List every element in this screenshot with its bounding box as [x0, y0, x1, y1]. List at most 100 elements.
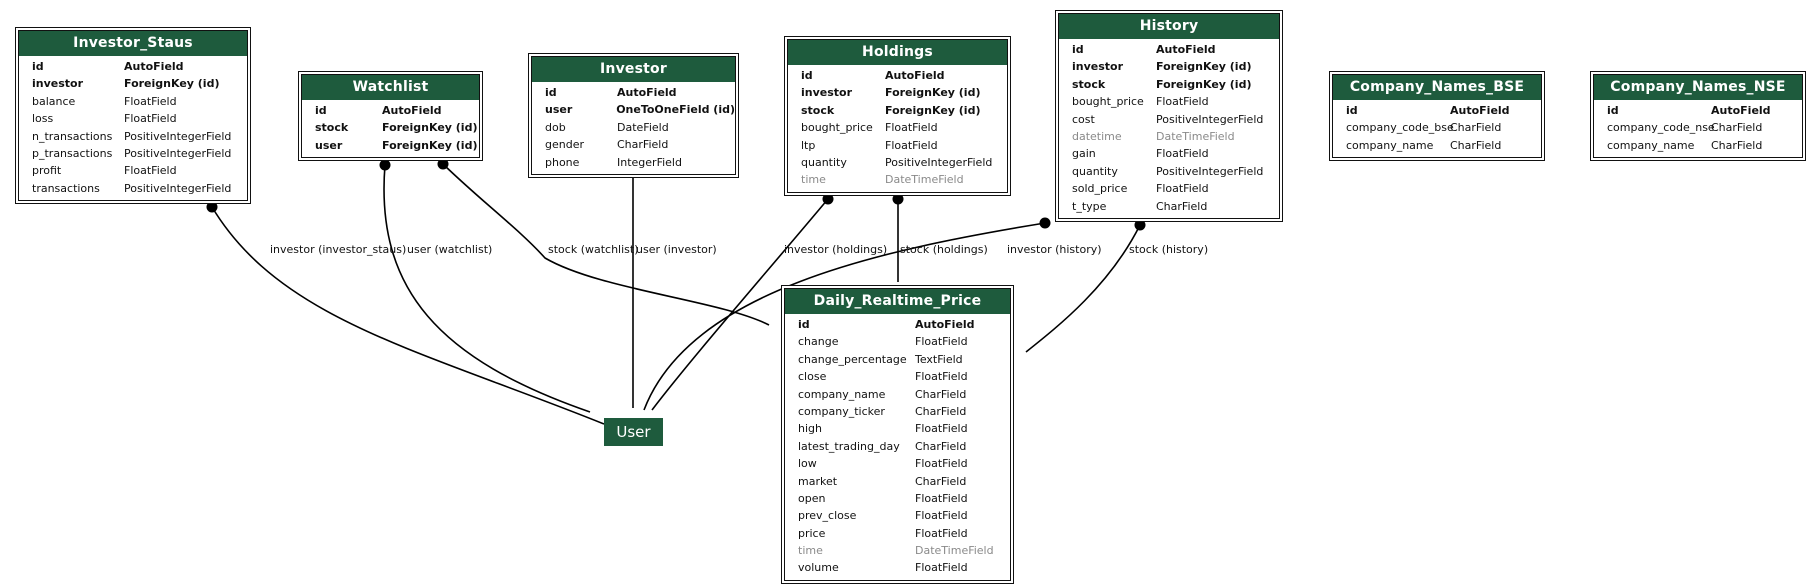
- field-type: FloatField: [885, 138, 938, 152]
- field-type: OneToOneField (id): [616, 103, 735, 117]
- field-type: AutoField: [915, 318, 975, 331]
- field-type: FloatField: [915, 457, 968, 471]
- field-type: FloatField: [915, 422, 968, 436]
- field-type: FloatField: [915, 335, 968, 349]
- user-node: User: [604, 418, 663, 446]
- field-type: CharField: [915, 387, 967, 401]
- field-name: balance: [32, 94, 76, 108]
- field-type: ForeignKey (id): [124, 77, 220, 91]
- field-name: stock: [801, 103, 835, 117]
- field-type: DateTimeField: [915, 544, 994, 558]
- field-type: ForeignKey (id): [885, 103, 981, 117]
- field-type: CharField: [1156, 199, 1208, 213]
- field-type: PositiveIntegerField: [124, 146, 232, 160]
- field-name: investor: [1072, 60, 1124, 74]
- edge-label-watchlist-user: user (watchlist): [407, 243, 493, 256]
- field-name: price: [798, 526, 826, 540]
- field-type: FloatField: [915, 370, 968, 384]
- edge-label-holdings-stock: stock (holdings): [900, 243, 988, 256]
- edge-history-stock-price: [1025, 224, 1141, 353]
- field-type: CharField: [1450, 138, 1502, 152]
- entity-title: Holdings: [788, 40, 1007, 65]
- edge-end-dot: [437, 158, 449, 170]
- field-type: FloatField: [915, 491, 968, 505]
- field-row: close FloatField: [785, 368, 1010, 385]
- field-name: id: [1607, 104, 1619, 117]
- field-name: profit: [32, 164, 62, 178]
- field-name: quantity: [801, 155, 847, 169]
- field-type: PositiveIntegerField: [885, 155, 993, 169]
- edge-watchlist-stock-price: [442, 163, 770, 326]
- field-name: time: [801, 173, 826, 187]
- edge-end-dot: [1134, 219, 1146, 231]
- field-name: id: [801, 69, 813, 82]
- field-name: change_percentage: [798, 352, 907, 366]
- field-type: CharField: [1711, 121, 1763, 135]
- edge-label-history-investor: investor (history): [1007, 243, 1102, 256]
- field-name: company_code_nse: [1607, 121, 1715, 135]
- field-type: PositiveIntegerField: [124, 129, 232, 143]
- field-type: CharField: [915, 439, 967, 453]
- field-row: investor ForeignKey (id): [19, 75, 247, 92]
- field-name: cost: [1072, 112, 1095, 126]
- field-name: dob: [545, 120, 566, 134]
- field-type: CharField: [1450, 121, 1502, 135]
- field-name: investor: [32, 77, 84, 91]
- field-name: bought_price: [1072, 95, 1144, 109]
- field-type: FloatField: [124, 112, 177, 126]
- field-name: n_transactions: [32, 129, 113, 143]
- field-type: ForeignKey (id): [885, 86, 981, 100]
- field-row: n_transactions PositiveIntegerField: [19, 128, 247, 145]
- field-name: market: [798, 474, 838, 488]
- field-name: quantity: [1072, 164, 1118, 178]
- entity-title: Investor: [532, 57, 735, 82]
- field-name: user: [545, 103, 573, 117]
- field-type: AutoField: [885, 69, 945, 82]
- field-type: FloatField: [915, 509, 968, 523]
- field-name: company_name: [798, 387, 886, 401]
- field-name: close: [798, 370, 827, 384]
- field-type: CharField: [1711, 138, 1763, 152]
- field-name: phone: [545, 155, 580, 169]
- field-name: prev_close: [798, 509, 857, 523]
- entity-title: Daily_Realtime_Price: [785, 289, 1010, 314]
- edge-end-dot: [379, 159, 391, 171]
- field-name: company_name: [1346, 138, 1434, 152]
- edge-label-history-stock: stock (history): [1129, 243, 1209, 256]
- field-name: change: [798, 335, 839, 349]
- field-type: AutoField: [617, 86, 677, 99]
- edge-label-investor-staus: investor (investor_staus): [270, 243, 407, 256]
- field-name: id: [32, 60, 44, 73]
- field-row: company_name CharField: [785, 386, 1010, 403]
- edge-label-holdings-investor: investor (holdings): [784, 243, 888, 256]
- field-row: user OneToOneField (id): [532, 101, 735, 118]
- field-name: id: [545, 86, 557, 99]
- field-name: id: [1346, 104, 1358, 117]
